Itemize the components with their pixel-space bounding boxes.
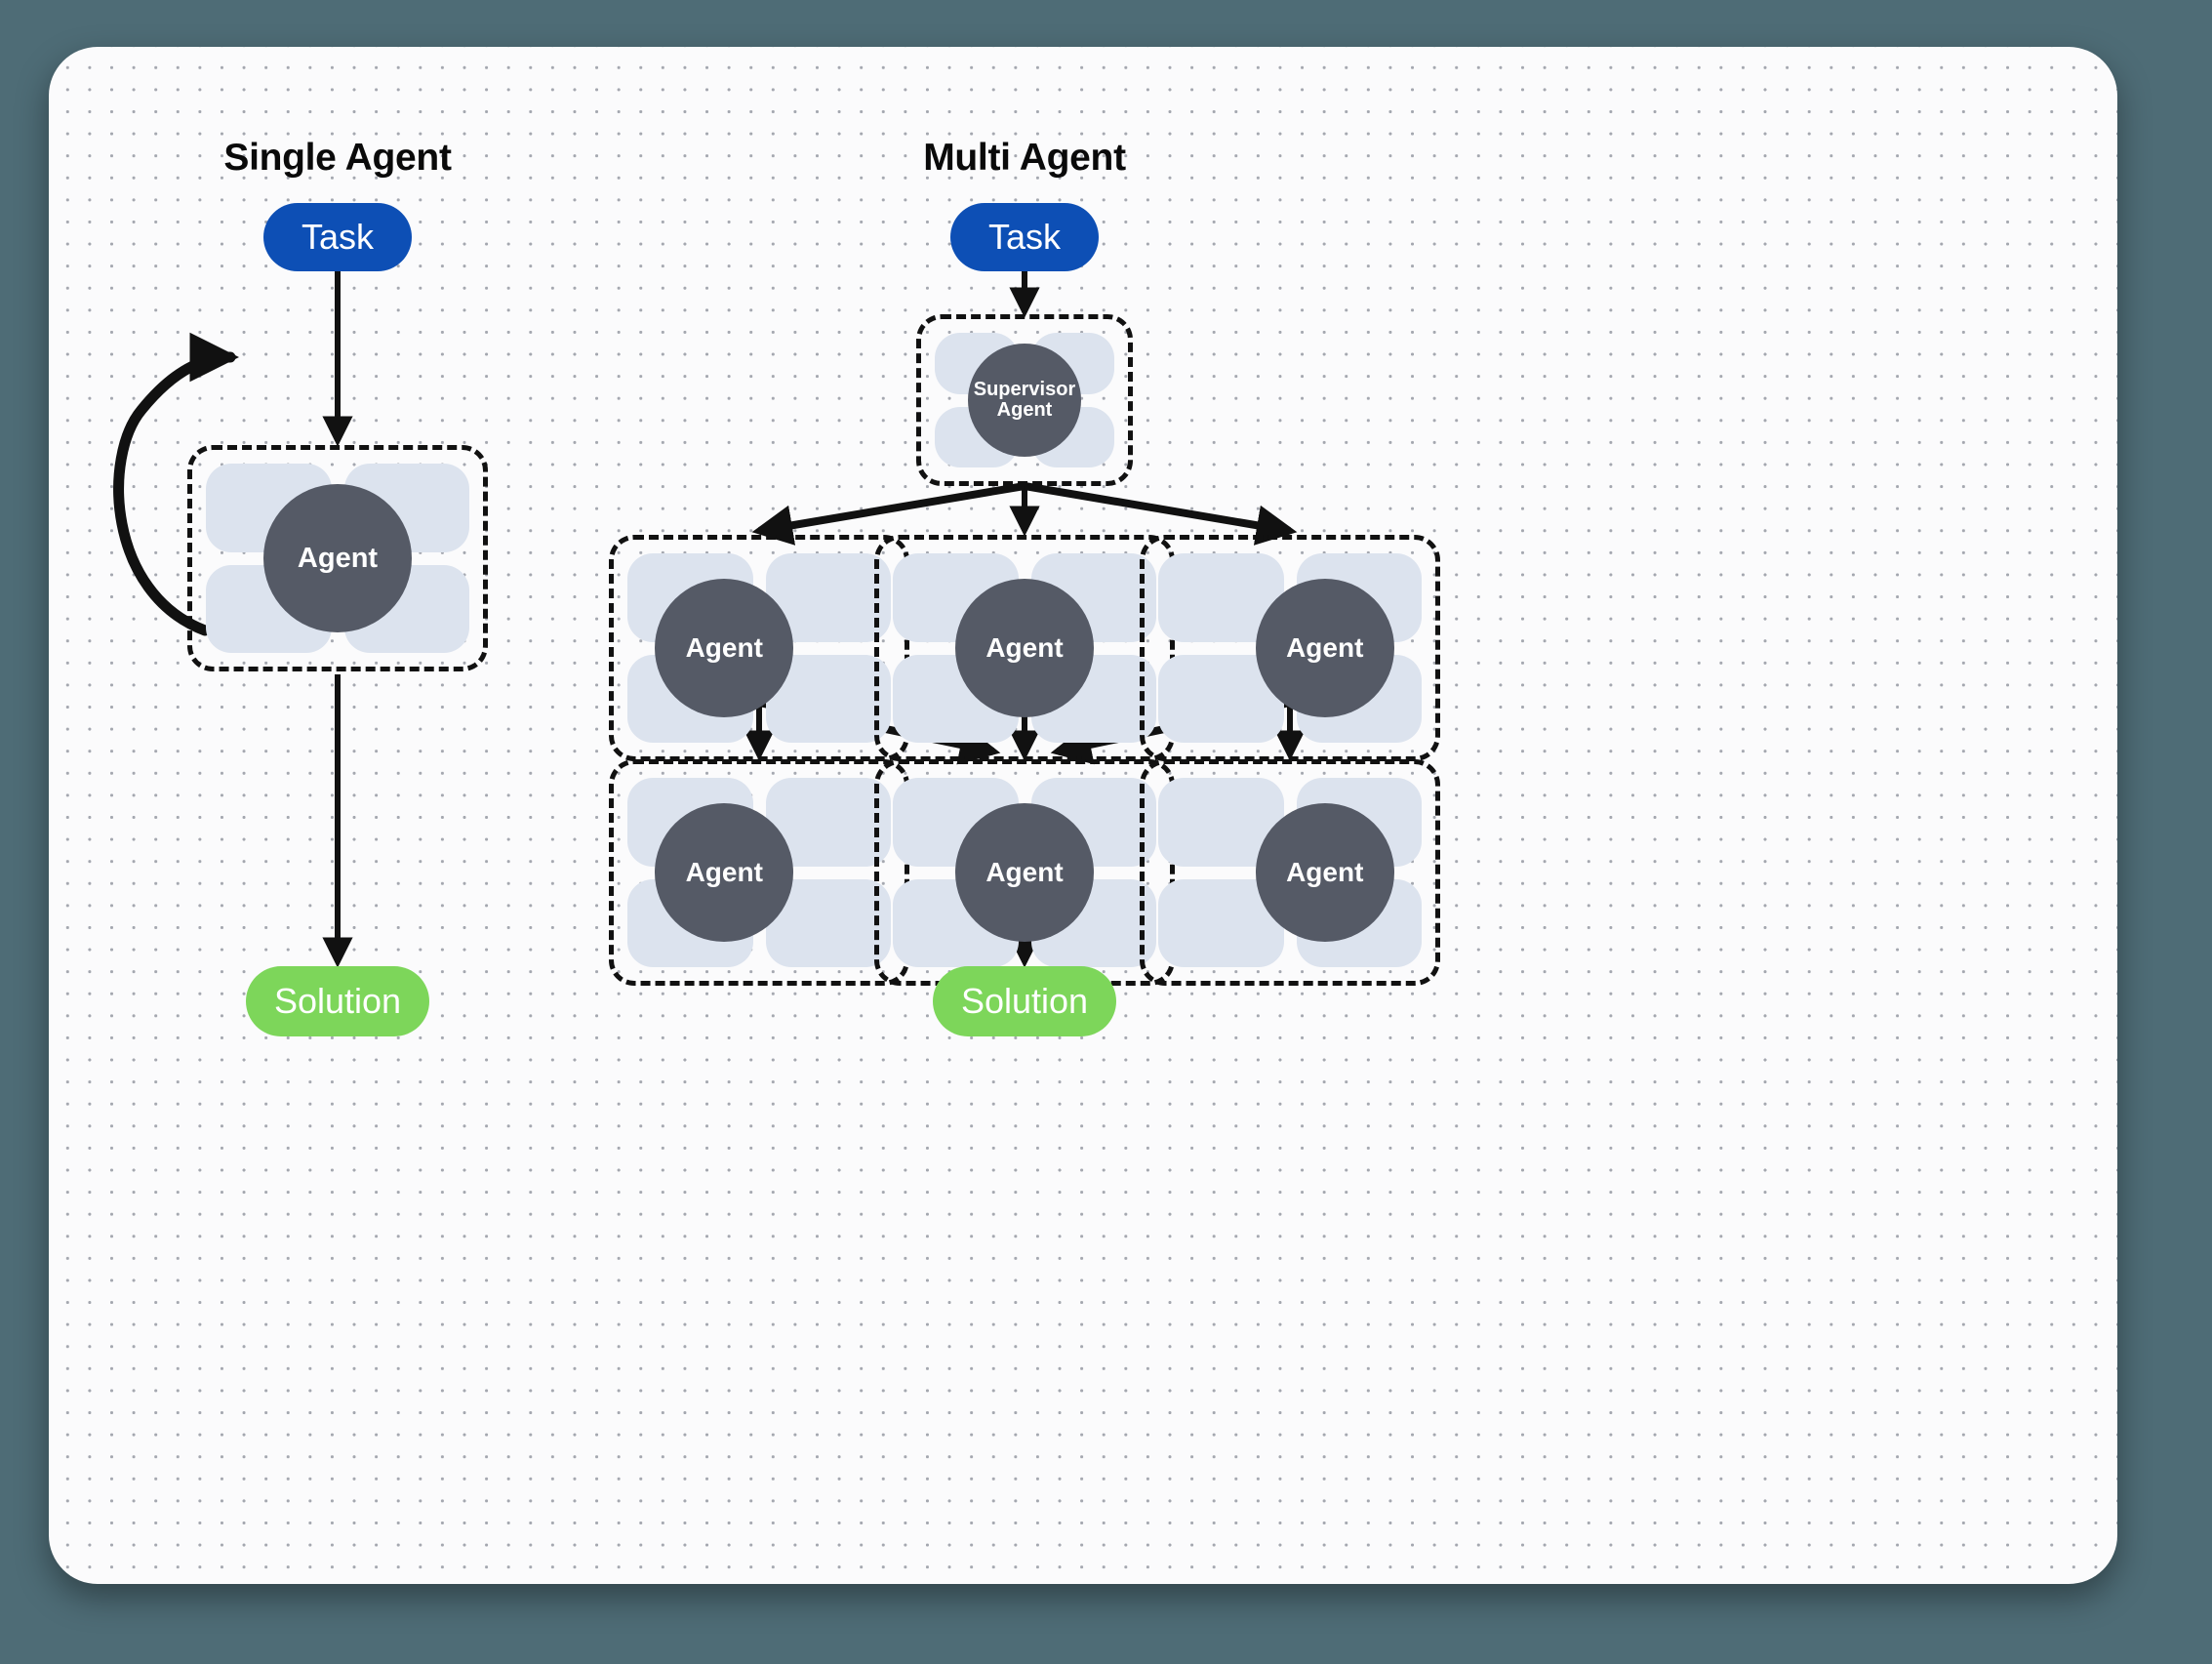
agent-core-label: Agent: [655, 579, 794, 717]
agent-core-label: Agent: [955, 803, 1094, 942]
node-task-multi[interactable]: Task: [950, 203, 1099, 271]
node-agent-row2-right[interactable]: Agent: [1140, 759, 1440, 986]
node-agent-row1-left[interactable]: Agent: [609, 535, 909, 761]
node-agent-row1-center[interactable]: Agent: [874, 535, 1175, 761]
agent-core-label: Agent: [1255, 803, 1394, 942]
node-agent-row2-center[interactable]: Agent: [874, 759, 1175, 986]
agent-core-label: Agent: [955, 579, 1094, 717]
column-title-single-agent: Single Agent: [223, 137, 452, 179]
node-agent-row2-left[interactable]: Agent: [609, 759, 909, 986]
node-supervisor-agent[interactable]: Supervisor Agent: [916, 314, 1133, 486]
edge-agent-self-loop: [113, 332, 240, 636]
node-solution-multi[interactable]: Solution: [933, 966, 1116, 1036]
node-agent-single[interactable]: Agent: [187, 445, 488, 671]
supervisor-label-line2: Agent: [996, 399, 1053, 421]
supervisor-label-line1: Supervisor: [973, 378, 1076, 400]
column-title-multi-agent: Multi Agent: [923, 137, 1126, 179]
agent-core-label: Agent: [1255, 579, 1394, 717]
node-solution-single[interactable]: Solution: [246, 966, 429, 1036]
supervisor-core-label: Supervisor Agent: [968, 344, 1081, 457]
node-agent-row1-right[interactable]: Agent: [1140, 535, 1440, 761]
edge-supervisor-to-agent-left: [751, 482, 1026, 546]
edge-supervisor-to-agent-right: [1024, 482, 1298, 546]
node-task-single[interactable]: Task: [263, 203, 412, 271]
agent-core-label: Agent: [655, 803, 794, 942]
agent-core-label: Agent: [263, 484, 412, 632]
